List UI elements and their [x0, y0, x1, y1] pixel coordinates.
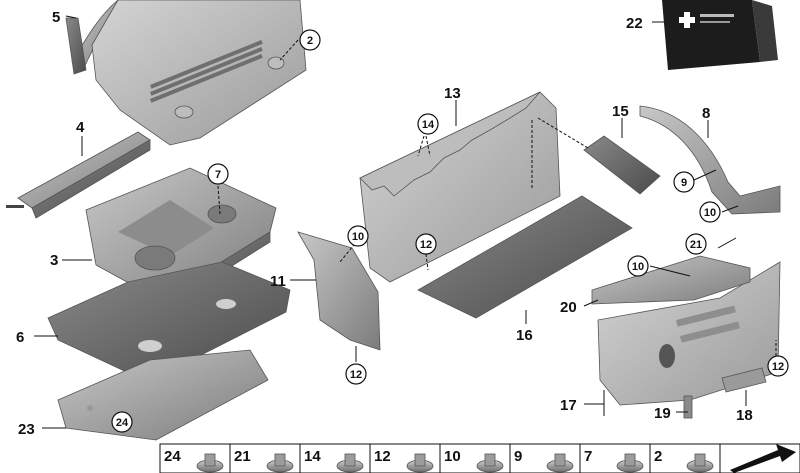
label-17: 17 — [560, 397, 577, 414]
label-11: 11 — [270, 273, 286, 290]
label-12c: 12 — [772, 361, 784, 373]
legend-number: 24 — [164, 448, 181, 465]
part-floor-mat — [47, 261, 291, 383]
legend-cell-21: 21 — [229, 443, 301, 473]
label-14: 14 — [422, 119, 435, 131]
legend-number: 10 — [444, 448, 461, 465]
legend-cell-7: 7 — [579, 443, 651, 473]
clip-stem-icon — [694, 453, 706, 467]
part-side-bracket — [297, 231, 381, 351]
legend-cell-24: 24 — [159, 443, 231, 473]
label-7-circle: 7 — [207, 163, 229, 185]
part-pad — [583, 135, 661, 195]
legend-number: 9 — [514, 448, 522, 465]
arrow-symbol-cell — [719, 443, 800, 473]
legend-number: 21 — [234, 448, 251, 465]
clip-stem-icon — [624, 453, 636, 467]
label-21: 21 — [690, 239, 702, 251]
label-18: 18 — [736, 407, 753, 424]
label-10b: 10 — [704, 207, 716, 219]
label-14-circle: 14 — [417, 113, 439, 135]
label-10c: 10 — [632, 261, 644, 273]
part-carpet — [417, 195, 633, 319]
label-8: 8 — [702, 105, 710, 122]
label-12b-circle: 12 — [345, 363, 367, 385]
label-9-circle: 9 — [673, 171, 695, 193]
label-19: 19 — [654, 405, 671, 422]
label-2-circle: 2 — [299, 29, 321, 51]
label-23: 23 — [18, 421, 35, 438]
label-9: 9 — [681, 177, 687, 189]
legend-cell-10: 10 — [439, 443, 511, 473]
label-2: 2 — [307, 35, 313, 47]
legend-cell-12: 12 — [369, 443, 441, 473]
label-10a: 10 — [352, 231, 364, 243]
label-21-circle: 21 — [685, 233, 707, 255]
part-clip — [683, 395, 693, 419]
part-side-trim — [639, 105, 781, 215]
hardware-legend: 24 21 14 12 10 9 7 2 — [159, 443, 800, 473]
legend-cell-2: 2 — [649, 443, 721, 473]
part-lower-strip — [591, 255, 751, 305]
label-6: 6 — [16, 329, 24, 346]
clip-stem-icon — [344, 453, 356, 467]
part-rear-panel — [359, 91, 561, 283]
label-24-circle: 24 — [111, 411, 133, 433]
clip-stem-icon — [274, 453, 286, 467]
legend-number: 2 — [654, 448, 662, 465]
label-22: 22 — [626, 15, 643, 32]
part-base-tray — [57, 349, 269, 441]
part-rail — [6, 131, 151, 219]
label-13: 13 — [444, 85, 461, 102]
legend-cell-9: 9 — [509, 443, 581, 473]
legend-number: 7 — [584, 448, 592, 465]
part-first-aid-kit — [662, 0, 778, 70]
legend-number: 14 — [304, 448, 321, 465]
label-12a-circle: 12 — [415, 233, 437, 255]
label-16: 16 — [516, 327, 533, 344]
label-12a: 12 — [420, 239, 432, 251]
label-4: 4 — [76, 119, 85, 136]
label-7: 7 — [215, 169, 221, 181]
part-side-wall-trim — [597, 261, 781, 406]
label-15: 15 — [612, 103, 629, 120]
part-reflector — [721, 367, 767, 393]
clip-stem-icon — [484, 453, 496, 467]
label-5: 5 — [52, 9, 60, 26]
part-cover-panel — [91, 0, 307, 146]
label-3: 3 — [50, 252, 58, 269]
clip-stem-icon — [554, 453, 566, 467]
label-12b: 12 — [350, 369, 362, 381]
clip-stem-icon — [414, 453, 426, 467]
label-10b-circle: 10 — [699, 201, 721, 223]
callout-labels: 5 22 4 3 6 23 13 11 16 15 8 20 17 19 18 — [16, 9, 753, 438]
leader-lines — [34, 15, 777, 432]
legend-cell-14: 14 — [299, 443, 371, 473]
label-24: 24 — [116, 417, 129, 429]
label-10a-circle: 10 — [347, 225, 369, 247]
label-10c-circle: 10 — [627, 255, 649, 277]
legend-number: 12 — [374, 448, 391, 465]
circled-callouts: 2 7 24 14 10 12 12 9 — [111, 29, 789, 433]
label-20: 20 — [560, 299, 577, 316]
clip-stem-icon — [204, 453, 216, 467]
label-12c-circle: 12 — [767, 355, 789, 377]
